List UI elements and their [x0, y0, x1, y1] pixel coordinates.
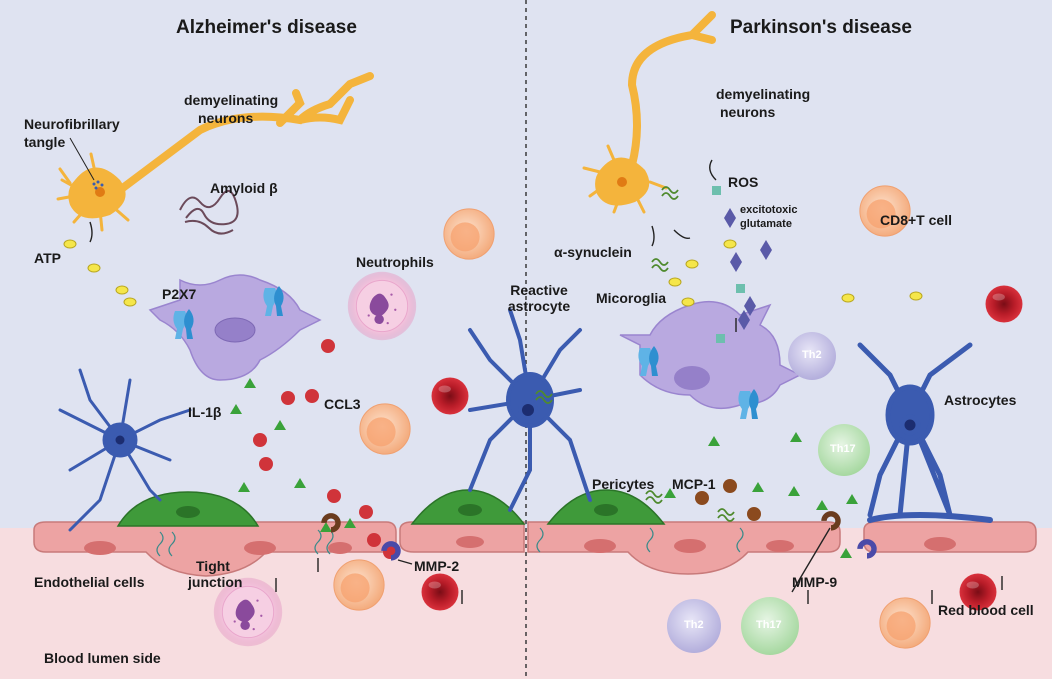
ros-molecules	[712, 186, 745, 343]
label-rbc: Red blood cell	[938, 602, 1034, 618]
th2-cell	[667, 599, 721, 653]
t-cell	[443, 208, 495, 260]
red-blood-cell	[985, 285, 1023, 323]
t-cell	[879, 597, 931, 649]
atp-molecules	[63, 239, 923, 307]
label-mmp2: MMP-2	[414, 558, 460, 574]
t-cell	[859, 185, 911, 237]
label-neutrophils: Neutrophils	[356, 254, 434, 270]
label-ccl3: CCL3	[324, 396, 361, 412]
astrocyte-middle	[468, 308, 592, 512]
label-pericytes: Pericytes	[592, 476, 655, 492]
th17-cell	[741, 597, 799, 655]
th2-label: Th2	[684, 619, 704, 631]
t-cell	[333, 559, 385, 611]
th2-label: Th2	[802, 349, 822, 361]
red-blood-cell	[431, 377, 469, 415]
glutamate-molecules	[724, 208, 772, 330]
label-p2x7: P2X7	[162, 286, 197, 302]
label-microglia: Micoroglia	[596, 290, 667, 306]
label-ros: ROS	[728, 174, 759, 190]
il1b-molecules	[230, 378, 858, 558]
label-synuclein: α-synuclein	[554, 244, 632, 260]
title-parkinsons: Parkinson's disease	[730, 17, 912, 38]
endothelium-right	[527, 521, 1037, 575]
th2-cell	[788, 332, 836, 380]
th17-cell	[818, 424, 870, 476]
title-alzheimers: Alzheimer's disease	[176, 17, 357, 38]
label-glutamate: glutamate	[740, 218, 792, 230]
t-cell	[359, 403, 411, 455]
label-neurofibrillary: Neurofibrillary	[24, 116, 120, 132]
label-demyelinating-right: demyelinating	[716, 86, 811, 102]
label-cd8: CD8+T cell	[880, 212, 952, 228]
astrocyte-left	[58, 368, 192, 532]
label-astrocytes: Astrocytes	[944, 392, 1017, 408]
label-neurons-left: neurons	[198, 110, 254, 126]
endothelium-left	[33, 521, 525, 577]
label-mmp9: MMP-9	[792, 574, 838, 590]
amyloid-beta-icon	[179, 190, 239, 235]
label-neurons-right: neurons	[720, 104, 776, 120]
red-blood-cell	[421, 573, 459, 611]
th17-label: Th17	[756, 619, 782, 631]
neuron-left	[56, 72, 374, 232]
microglia-right	[619, 300, 802, 419]
neuron-right	[582, 11, 716, 214]
label-demyelinating-left: demyelinating	[184, 92, 279, 108]
label-endothelial: Endothelial cells	[34, 574, 145, 590]
label-blood-lumen: Blood lumen side	[44, 650, 161, 666]
microglia-left	[148, 274, 322, 381]
label-amyloid: Amyloid β	[210, 180, 278, 196]
label-junction: junction	[188, 574, 243, 590]
label-tight: Tight	[196, 558, 230, 574]
label-tangle: tangle	[24, 134, 66, 150]
label-reactive: Reactive	[510, 282, 568, 298]
th17-label: Th17	[830, 443, 856, 455]
astrocyte-right	[857, 342, 993, 523]
arrows	[89, 159, 1003, 604]
mcp1-molecules	[695, 479, 761, 521]
label-astrocyte: astrocyte	[507, 298, 571, 314]
neutrophil	[347, 271, 417, 341]
label-il1b: IL-1β	[188, 404, 222, 420]
label-atp: ATP	[34, 250, 61, 266]
label-mcp1: MCP-1	[672, 476, 716, 492]
label-excitotoxic: excitotoxic	[740, 204, 798, 216]
